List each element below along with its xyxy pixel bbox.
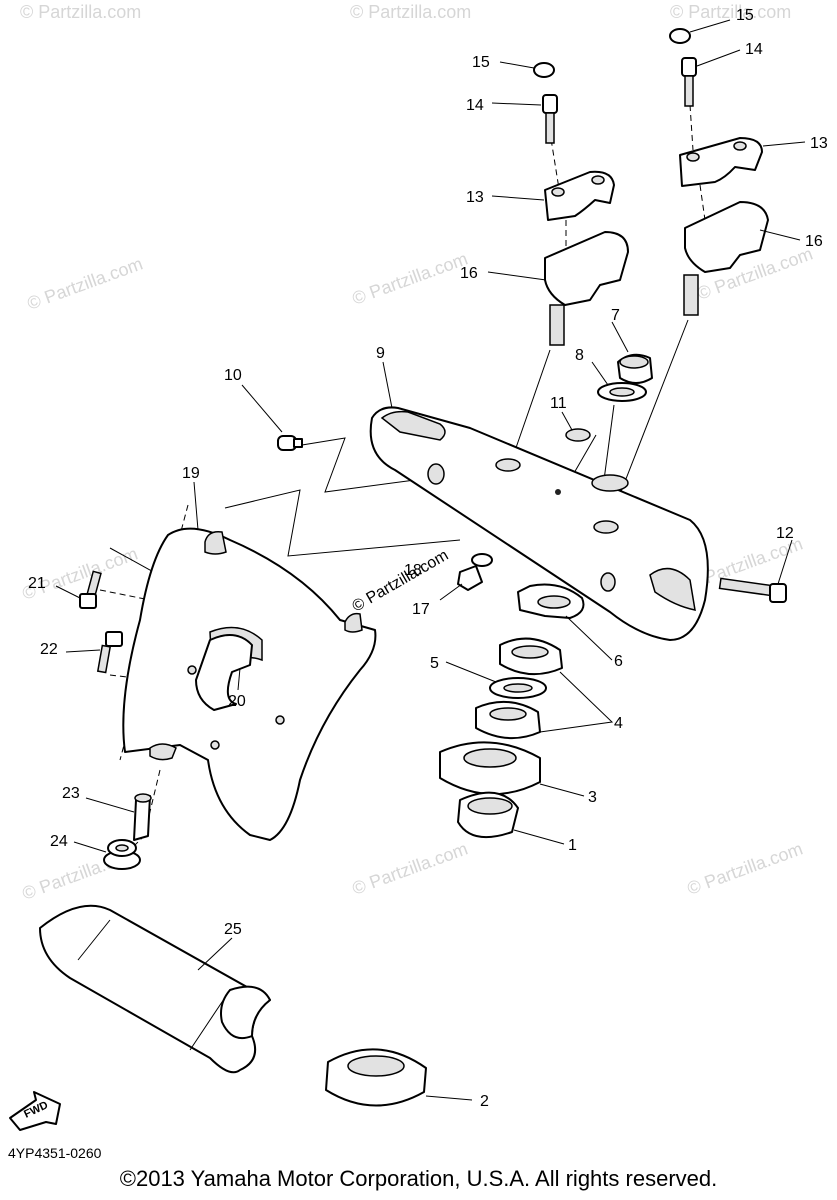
- part-rivet-10: [241, 384, 303, 451]
- part-bolt-22: [65, 631, 123, 674]
- callout-label: 6: [614, 653, 623, 670]
- copyright-notice: ©2013 Yamaha Motor Corporation, U.S.A. A…: [119, 1166, 718, 1191]
- callout-label: 9: [376, 345, 385, 362]
- callout-label: 3: [588, 789, 597, 806]
- callout-label: 24: [50, 833, 68, 850]
- center-watermark: © Partzilla.com: [350, 547, 452, 616]
- watermark: © Partzilla.com: [350, 838, 471, 898]
- callout-label: 5: [430, 655, 439, 672]
- callout-label: 21: [28, 575, 46, 592]
- callout-label: 8: [575, 347, 584, 364]
- callout-label: 1: [568, 837, 577, 854]
- part-ring-nut-4-upper: [499, 637, 563, 676]
- callout-label: 11: [550, 395, 567, 412]
- callout-label: 13: [810, 135, 828, 152]
- callout-label: 15: [736, 7, 754, 24]
- part-grommet-24: [73, 839, 141, 870]
- part-collar-23: [85, 793, 152, 841]
- callout-label: 20: [228, 693, 246, 710]
- callout-label: 14: [745, 41, 763, 58]
- part-cap-11: [561, 411, 591, 442]
- part-nut-17: [439, 565, 483, 601]
- part-guard-25: [39, 904, 271, 1074]
- watermark: © Partzilla.com: [25, 253, 146, 313]
- part-washer-8: [591, 361, 647, 402]
- watermark: © Partzilla.com: [670, 2, 791, 22]
- part-bearing-1: [457, 791, 565, 845]
- callout-label: 4: [614, 715, 623, 732]
- callout-label: 12: [776, 525, 794, 542]
- callout-label: 23: [62, 785, 80, 802]
- part-cap-15-left: [499, 61, 555, 78]
- part-holder-upper-13-right: [679, 137, 806, 187]
- callout-label: 14: [466, 97, 484, 114]
- part-holder-lower-16-right: [683, 201, 801, 316]
- part-washer-5: [445, 661, 547, 699]
- part-collar-18: [471, 553, 493, 567]
- part-ring-nut-4-lower: [475, 671, 614, 740]
- callout-label: 19: [182, 465, 200, 482]
- callout-label: 18: [404, 562, 422, 579]
- watermark: © Partzilla.com: [20, 2, 141, 22]
- part-upper-bracket-9: [369, 361, 709, 641]
- part-bolt-12: [718, 539, 793, 603]
- callout-label: 16: [805, 233, 823, 250]
- part-bolt-21: [55, 570, 102, 609]
- watermark: © Partzilla.com: [350, 248, 471, 308]
- callout-label: 22: [40, 641, 58, 658]
- part-nut-7: [611, 321, 653, 384]
- callout-label: 13: [466, 189, 484, 206]
- part-bracket-20: [195, 634, 253, 711]
- watermark: © Partzilla.com: [350, 2, 471, 22]
- fwd-arrow-icon: FWD: [9, 1091, 61, 1131]
- part-holder-lower-16-left: [487, 231, 629, 346]
- part-bearing-3: [439, 741, 585, 797]
- part-cap-15-right: [669, 19, 731, 44]
- part-washer-6: [517, 583, 613, 661]
- callout-label: 2: [480, 1093, 489, 1110]
- part-bolt-14-left: [491, 94, 558, 144]
- watermark: © Partzilla.com: [685, 838, 806, 898]
- callout-label: 15: [472, 54, 490, 71]
- callout-label: 17: [412, 601, 430, 618]
- diagram-part-code: 4YP4351-0260: [8, 1145, 102, 1161]
- callout-label: 25: [224, 921, 242, 938]
- part-bearing-2: [325, 1048, 473, 1107]
- callout-label: 16: [460, 265, 478, 282]
- callout-label: 7: [611, 307, 620, 324]
- callout-labels: 15 14 15 14 13 13 16 16 7 8 9 11 10 19 1…: [28, 7, 828, 1110]
- part-bolt-14-right: [681, 49, 741, 107]
- callout-label: 10: [224, 367, 242, 384]
- part-holder-upper-13-left: [491, 170, 615, 221]
